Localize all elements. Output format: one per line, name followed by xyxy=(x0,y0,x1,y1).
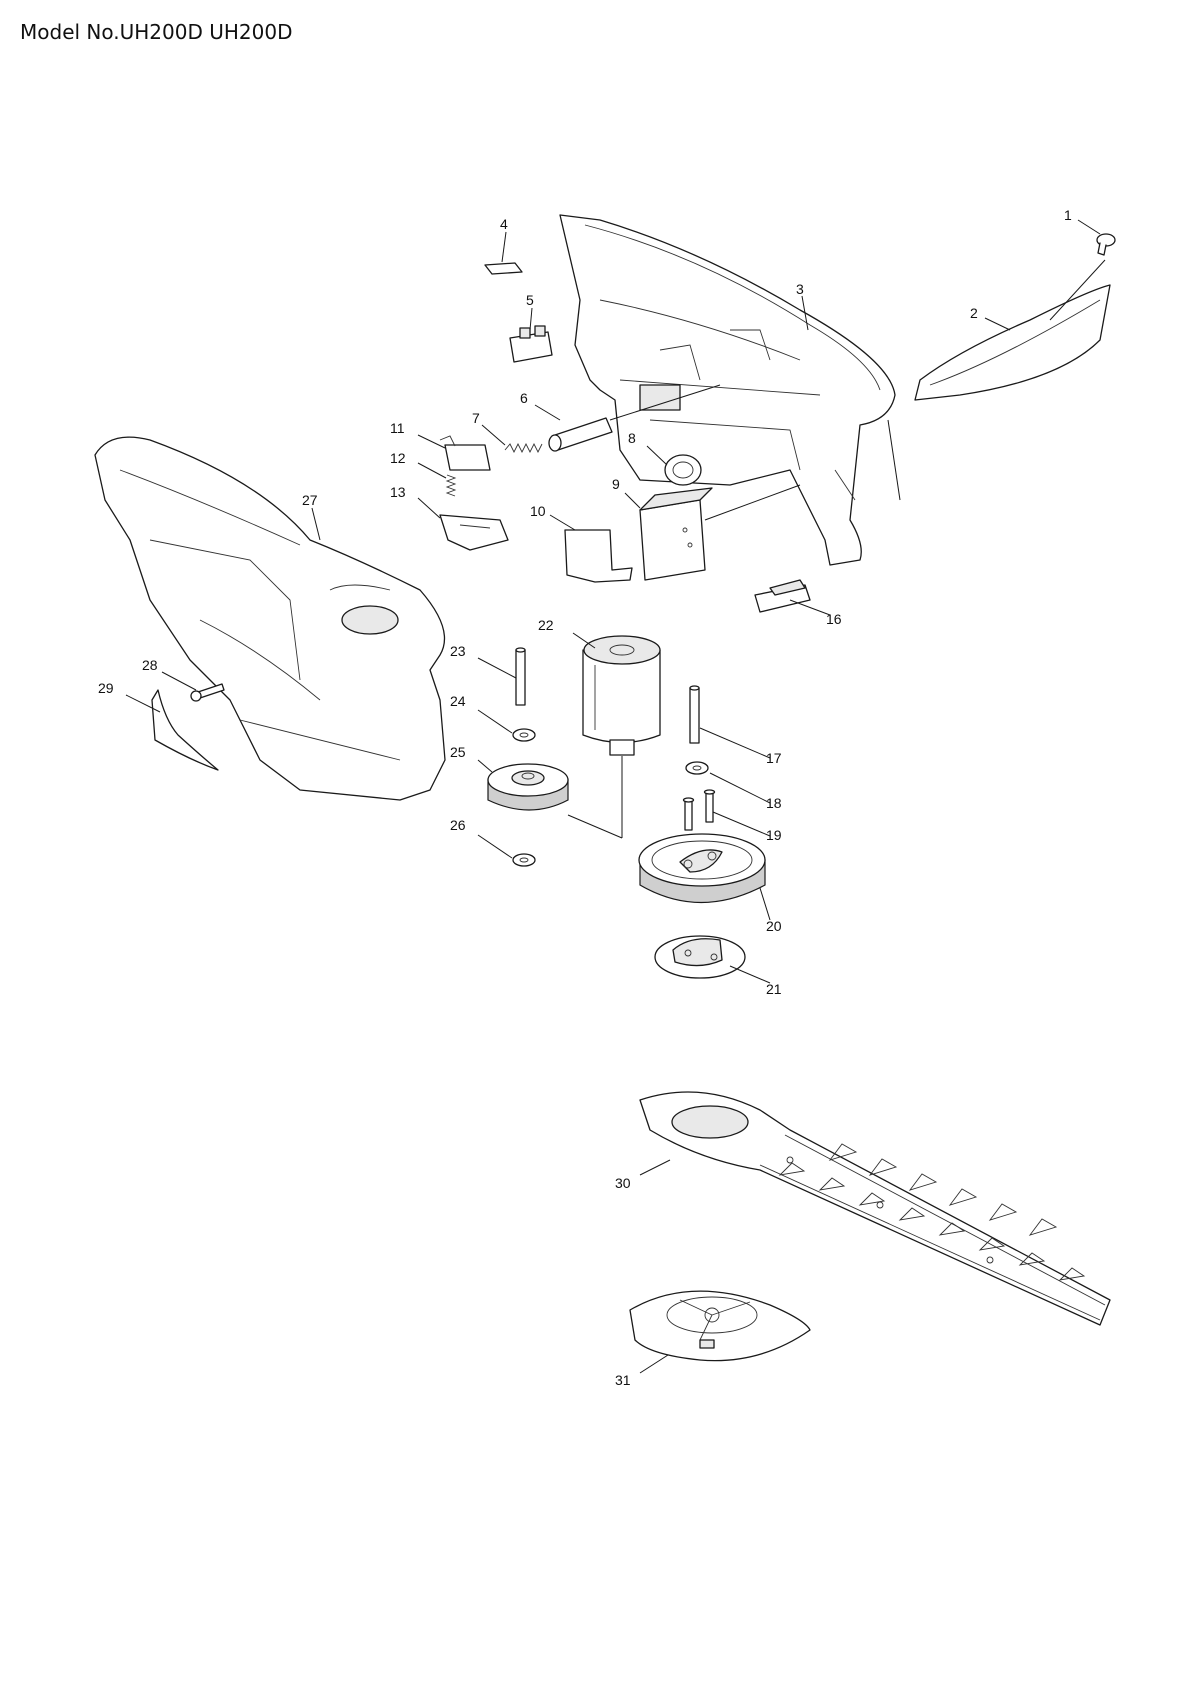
part-spring-12 xyxy=(445,474,457,497)
part-plate-4 xyxy=(484,262,523,275)
part-housing-left xyxy=(94,436,446,801)
callout-17: 17 xyxy=(766,750,782,766)
part-washer-24 xyxy=(512,728,536,742)
callout-labels: 1 2 3 4 5 6 7 8 9 10 11 12 13 16 17 18 1… xyxy=(98,207,1072,1388)
part-switch-11 xyxy=(439,435,491,471)
callout-29: 29 xyxy=(98,680,114,696)
part-gear-25 xyxy=(487,763,569,811)
callout-9: 9 xyxy=(612,476,620,492)
callout-25: 25 xyxy=(450,744,466,760)
part-rod-6 xyxy=(548,417,613,452)
callout-12: 12 xyxy=(390,450,406,466)
part-cam-21 xyxy=(654,935,746,979)
part-screw-28 xyxy=(190,683,225,702)
callout-3: 3 xyxy=(796,281,804,297)
callout-13: 13 xyxy=(390,484,406,500)
part-housing-right xyxy=(559,214,896,566)
part-plate-29 xyxy=(151,689,219,771)
callout-1: 1 xyxy=(1064,207,1072,223)
callout-19: 19 xyxy=(766,827,782,843)
callout-11: 11 xyxy=(390,420,405,436)
part-block-16 xyxy=(754,579,811,613)
callout-8: 8 xyxy=(628,430,636,446)
part-motor-22 xyxy=(582,635,661,756)
part-pins-19 xyxy=(682,789,716,831)
callout-7: 7 xyxy=(472,410,480,426)
part-blade-30 xyxy=(639,1091,1111,1326)
part-terminal-5 xyxy=(509,325,553,363)
callout-20: 20 xyxy=(766,918,782,934)
part-controller-9 xyxy=(639,487,713,581)
part-washer-18 xyxy=(685,761,709,775)
callout-6: 6 xyxy=(520,390,528,406)
callout-10: 10 xyxy=(530,503,546,519)
callout-22: 22 xyxy=(538,617,554,633)
callout-24: 24 xyxy=(450,693,466,709)
callout-18: 18 xyxy=(766,795,782,811)
part-ring-8 xyxy=(664,454,702,486)
part-screw-1 xyxy=(1096,233,1116,256)
callout-23: 23 xyxy=(450,643,466,659)
part-bracket-10 xyxy=(564,529,633,583)
callout-31: 31 xyxy=(615,1372,631,1388)
part-spring-7 xyxy=(504,442,543,454)
callout-4: 4 xyxy=(500,216,508,232)
callout-21: 21 xyxy=(766,981,782,997)
callout-27: 27 xyxy=(302,492,318,508)
part-gear-20 xyxy=(638,833,766,904)
callout-28: 28 xyxy=(142,657,158,673)
part-pin-17 xyxy=(689,685,700,744)
leader-lines xyxy=(125,219,1106,1374)
callout-26: 26 xyxy=(450,817,466,833)
part-base-31 xyxy=(629,1290,811,1362)
part-trigger-13 xyxy=(439,514,509,551)
callout-16: 16 xyxy=(826,611,842,627)
part-washer-26 xyxy=(512,853,536,867)
part-pin-23 xyxy=(515,647,526,706)
callout-5: 5 xyxy=(526,292,534,308)
callout-2: 2 xyxy=(970,305,978,321)
part-cover-plate xyxy=(914,284,1111,401)
callout-30: 30 xyxy=(615,1175,631,1191)
page-title: Model No.UH200D UH200D xyxy=(20,20,293,44)
